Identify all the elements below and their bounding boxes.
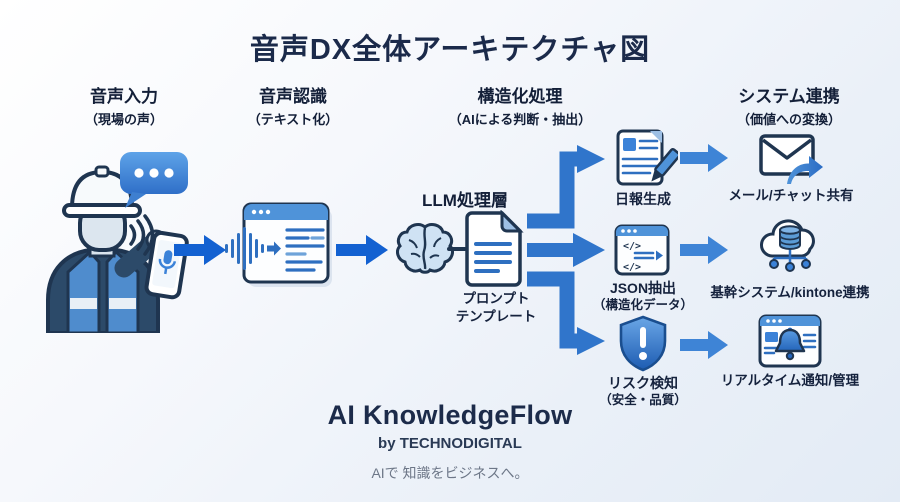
branch-sublabel-text: （構造化データ）	[592, 298, 693, 313]
column-sublabel: （AIによる判断・抽出）	[448, 112, 592, 127]
alert-shield-icon	[619, 315, 667, 372]
bell-icon	[774, 327, 806, 361]
product-name: AI KnowledgeFlow	[327, 400, 573, 430]
branch-arrows	[527, 145, 605, 355]
to-text-arrow-icon	[267, 241, 281, 256]
brain-icon	[396, 223, 454, 274]
speech-to-text-window-icon	[225, 202, 332, 287]
waveform-icon	[225, 227, 264, 270]
branding-block: AI KnowledgeFlow by TECHNODIGITAL AIで 知識…	[0, 400, 900, 483]
branch-sublabel-text: （安全・品質）	[599, 393, 687, 408]
output-arrow-risk	[680, 331, 728, 359]
column-header-structuring: 構造化処理 （AIによる判断・抽出）	[422, 82, 618, 128]
column-header-system-integration: システム連携 （価値への変換）	[700, 82, 878, 128]
tagline: AIで 知識をビジネスへ。	[371, 465, 529, 481]
pencil-icon	[651, 147, 678, 182]
branch-label-text: JSON抽出	[609, 280, 677, 296]
branch-label-text: 日報生成	[615, 191, 671, 207]
output-arrow-report	[680, 144, 728, 172]
column-header-voice-input: 音声入力 （現場の声）	[49, 82, 199, 128]
prompt-label-line2: テンプレート	[455, 308, 537, 324]
code-glyph-top: </>	[623, 241, 641, 252]
column-sublabel: （価値への変換）	[736, 112, 841, 127]
output-label-mail: メール/チャット共有	[728, 188, 854, 203]
column-label: 構造化処理	[477, 87, 563, 106]
column-label: 音声認識	[259, 87, 327, 106]
output-label-system: 基幹システム/kintone連携	[710, 285, 870, 300]
speech-bubble-icon	[120, 152, 188, 208]
code-window-icon: </> </>	[614, 224, 670, 276]
browser-bell-icon	[758, 314, 822, 368]
cloud-database-icon	[760, 219, 815, 272]
branch-label-json: JSON抽出 （構造化データ）	[583, 279, 703, 313]
output-label-notify: リアルタイム通知/管理	[720, 373, 860, 388]
branch-label-report: 日報生成	[598, 190, 688, 208]
sound-waves-icon	[129, 214, 155, 256]
page-title: 音声DX全体アーキテクチャ図	[249, 34, 651, 66]
branch-arrow-down	[577, 327, 605, 355]
brain-doc-connector	[447, 247, 467, 251]
branch-label-risk: リスク検知 （安全・品質）	[583, 374, 703, 408]
branch-label-text: リスク検知	[608, 375, 678, 391]
prompt-template-document-icon	[465, 210, 524, 287]
mail-share-icon	[759, 134, 823, 184]
prompt-template-label: プロンプト テンプレート	[433, 290, 559, 325]
branch-arrow-middle	[527, 233, 605, 267]
company-name: by TECHNODIGITAL	[378, 435, 522, 452]
branch-arrow-up	[577, 145, 605, 173]
report-document-pencil-icon	[616, 129, 678, 186]
share-arrow-icon	[787, 156, 823, 184]
output-arrow-json	[680, 236, 728, 264]
prompt-label-line1: プロンプト	[462, 291, 530, 306]
column-label: システム連携	[738, 87, 840, 106]
column-sublabel: （テキスト化）	[247, 112, 339, 127]
code-glyph-bottom: </>	[623, 262, 641, 273]
column-label: 音声入力	[90, 87, 158, 106]
flow-arrow-stt-to-llm	[336, 235, 388, 265]
exclamation-icon	[640, 327, 646, 348]
column-header-speech-recognition: 音声認識 （テキスト化）	[218, 82, 368, 128]
flow-arrow-input-to-stt	[174, 235, 226, 265]
llm-layer-label: LLM処理層	[422, 191, 508, 210]
column-sublabel: （現場の声）	[84, 112, 163, 127]
